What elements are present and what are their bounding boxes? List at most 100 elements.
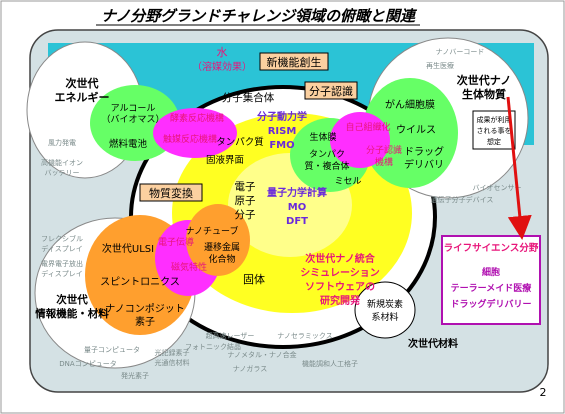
nanobarcode-label: ナノバーコード bbox=[436, 48, 485, 56]
faint-nanometal: ナノメタル・ナノ合金 bbox=[227, 350, 296, 359]
busshitsu-henkan-box bbox=[139, 183, 203, 202]
energy-title-2: エネルギー bbox=[55, 90, 110, 104]
delivery-label: デリバリ bbox=[404, 158, 444, 171]
protein2-label: タンパク bbox=[309, 149, 345, 160]
arrow-to-lifescience bbox=[506, 96, 532, 240]
atom-label: 原子 bbox=[235, 195, 256, 207]
alcohol-label: アルコール bbox=[111, 104, 156, 114]
lifescience-item-1: 細胞 bbox=[482, 266, 500, 278]
seika-note-2: される事を bbox=[477, 126, 512, 135]
slide-title: ナノ分野グランドチャレンジ領域の俯瞰と関連 bbox=[101, 7, 418, 25]
quantum-computer-label: 量子コンピュータ bbox=[84, 345, 140, 354]
carbon-label-1: 新規炭素 bbox=[367, 298, 403, 310]
field-emission-2: ディスプレイ bbox=[41, 269, 83, 278]
selforg-blob bbox=[330, 112, 390, 168]
integrated-label-4: 研究開発 bbox=[320, 294, 361, 307]
micelle-label: ミセル bbox=[334, 176, 361, 187]
bunshi-ninshiki-label: 分子認識 bbox=[309, 84, 353, 98]
carbon-circle bbox=[354, 281, 416, 339]
battery-label-2: バッテリー bbox=[45, 169, 80, 177]
biomass-label: （バイオマス） bbox=[101, 114, 164, 125]
lifescience-item-3: ドラッグデリバリー bbox=[450, 298, 531, 310]
protein-label: タンパク質 bbox=[216, 136, 264, 148]
mo-label: MO bbox=[288, 202, 306, 213]
flex-display-1: フレクシブル bbox=[41, 234, 83, 243]
biosensor-label: バイオセンサー bbox=[473, 184, 522, 192]
selforg-label: 自己組織化 bbox=[345, 121, 390, 133]
busshitsu-henkan-label: 物質変換 bbox=[149, 186, 193, 200]
genedevice-label: 遺伝子分子デバイス bbox=[431, 195, 494, 204]
info-title-1: 次世代 bbox=[56, 293, 88, 306]
ulsi-label: 次世代ULSI bbox=[102, 242, 154, 255]
conduction-label: 電子伝導 bbox=[158, 236, 194, 248]
optical-record-label: 光記録素子 bbox=[155, 348, 190, 357]
faint-photonic: フォトニック結晶 bbox=[185, 342, 241, 351]
battery-label-1: 高機能イオン bbox=[41, 158, 83, 167]
dft-label: DFT bbox=[286, 216, 308, 227]
biomembrane-label: 生体膜 bbox=[309, 131, 336, 143]
seika-note-box bbox=[472, 110, 516, 150]
recognition-label: 分子認識 bbox=[366, 144, 402, 156]
seika-note-1: 成果が利用 bbox=[477, 115, 512, 124]
info-title-2: 情報機能・材料 bbox=[35, 307, 109, 320]
faint-nanoglass: ナノガラス bbox=[233, 364, 268, 373]
water-sub-label: （溶媒効果） bbox=[192, 60, 252, 73]
rism-label: RISM bbox=[268, 126, 297, 137]
fmo-label: FMO bbox=[269, 140, 294, 151]
fuelcell-label: 燃料電池 bbox=[109, 138, 148, 150]
water-label: 水 bbox=[217, 46, 228, 59]
electron-label: 電子 bbox=[235, 181, 256, 193]
catalyst-label: 触媒反応機構 bbox=[163, 133, 217, 145]
integrated-label-2: シミュレーション bbox=[300, 267, 380, 279]
solid-label: 固体 bbox=[243, 272, 265, 286]
cancer-label: がん細胞膜 bbox=[385, 98, 435, 111]
flex-display-2: ディスプレイ bbox=[41, 244, 83, 253]
bunshi-ninshiki-box bbox=[304, 81, 358, 100]
dna-computer-label: DNAコンピュータ bbox=[59, 359, 116, 368]
virus-label: ウイルス bbox=[396, 124, 436, 136]
enzyme-label: 酵素反応機構 bbox=[170, 112, 224, 124]
page-number: 2 bbox=[540, 386, 547, 399]
faint-emitter: 発光素子 bbox=[121, 371, 149, 380]
qm-label: 量子力学計算 bbox=[267, 186, 327, 199]
nanocomposite-label: ナノコンポジット bbox=[105, 303, 185, 315]
element-label: 素子 bbox=[135, 315, 155, 328]
md-label: 分子動力学 bbox=[257, 110, 307, 123]
faint-laser: 超高速レーザー bbox=[206, 331, 255, 340]
lifescience-box bbox=[441, 235, 541, 325]
bio-inner-circle bbox=[362, 78, 458, 188]
shinkino-label: 新機能創生 bbox=[267, 55, 322, 69]
nanotube-circle bbox=[186, 204, 250, 276]
molecular-assembly-label: 分子集合体 bbox=[222, 91, 275, 104]
faint-lattice: 機能調和人工格子 bbox=[302, 359, 358, 368]
mechanism-label: 機構 bbox=[375, 156, 393, 168]
lifescience-title: ライフサイエンス分野 bbox=[444, 242, 539, 254]
molecule-label: 分子 bbox=[235, 209, 256, 221]
next-materials-label: 次世代材料 bbox=[408, 337, 458, 350]
spintronics-label: スピントロニクス bbox=[100, 276, 180, 288]
interface-label: 固液界面 bbox=[206, 154, 244, 166]
wind-label: 風力発電 bbox=[48, 138, 76, 147]
faint-ceramics: ナノセラミックス bbox=[277, 332, 332, 340]
bio-title-1: 次世代ナノ bbox=[457, 73, 511, 87]
compound-label: 化合物 bbox=[208, 253, 235, 265]
complex-label: 質・複合体 bbox=[304, 160, 349, 172]
carbon-label-2: 系材料 bbox=[371, 311, 398, 323]
nanotube-label: ナノチューブ bbox=[185, 225, 238, 237]
faint-optcomm: 光通信材料 bbox=[155, 358, 190, 367]
field-emission-1: 電界電子放出 bbox=[41, 259, 83, 268]
integrated-label-3: ソフトウェアの bbox=[305, 281, 375, 293]
lifescience-item-2: テーラーメイド医療 bbox=[451, 282, 532, 294]
energy-title-1: 次世代 bbox=[66, 76, 99, 90]
transition-metal-label: 遷移金属 bbox=[204, 241, 240, 253]
integrated-label-1: 次世代ナノ統合 bbox=[305, 252, 375, 265]
drug-label: ドラッグ bbox=[404, 145, 444, 158]
regen-label: 再生医療 bbox=[426, 61, 454, 70]
seika-note-3: 想定 bbox=[487, 137, 501, 146]
bio-title-2: 生体物質 bbox=[462, 87, 506, 101]
catalyst-blob bbox=[153, 108, 237, 158]
shinkino-box bbox=[259, 52, 329, 71]
magnetic-label: 磁気特性 bbox=[171, 261, 207, 273]
